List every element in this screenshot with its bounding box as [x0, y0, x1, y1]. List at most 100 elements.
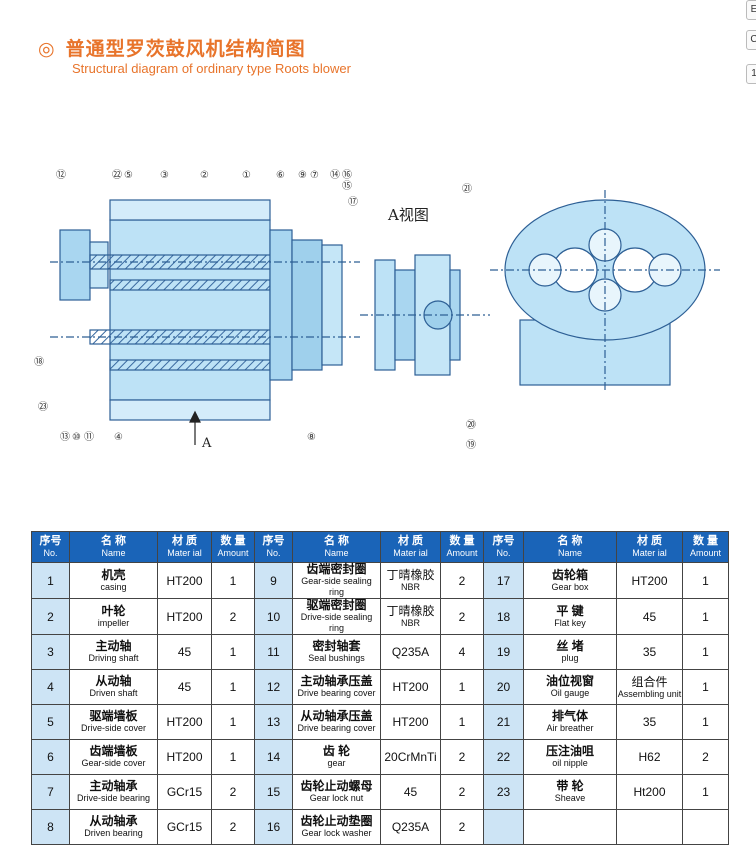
side-tab-1[interactable]: E — [746, 0, 756, 20]
blower-structure-diagram: A A视图 ⑫ ㉒ ⑤ ③ ② ① ⑥ ⑨ ⑦ ⑭ ⑯ ⑮ ⑰ ㉑ ⑱ — [34, 169, 720, 451]
part-material: HT200 — [157, 704, 212, 740]
part-name-cn: 齿轮箱 — [551, 567, 588, 582]
part-amount: 1 — [211, 669, 255, 705]
part-name-cn: 排气体 — [551, 709, 588, 723]
part-name-cn: 主动轴 — [95, 639, 132, 653]
svg-text:⑳: ⑳ — [466, 419, 476, 431]
part-name-cn: 从动轴承 — [89, 814, 138, 828]
part-amount: 1 — [440, 669, 484, 705]
part-material: HT200 — [616, 562, 683, 599]
part-amount: 1 — [211, 704, 255, 740]
part-material: HT200 — [380, 704, 441, 740]
front-view — [490, 190, 720, 390]
part-amount: 1 — [682, 704, 729, 740]
part-amount: 2 — [682, 739, 729, 775]
a-view — [360, 254, 490, 376]
part-amount: 1 — [682, 669, 729, 705]
part-number: 15 — [254, 774, 293, 810]
part-number: 7 — [31, 774, 70, 810]
part-name-en: Driven bearing — [84, 828, 143, 838]
part-amount — [682, 809, 729, 845]
part-number: 21 — [483, 704, 524, 740]
part-material-cn: 丁晴橡胶 — [386, 604, 435, 618]
svg-text:㉓: ㉓ — [38, 401, 48, 413]
svg-text:⑰: ⑰ — [348, 196, 358, 208]
part-material: Q235A — [380, 634, 441, 670]
svg-text:⑱: ⑱ — [34, 356, 44, 368]
part-name-en: Seal bushings — [308, 653, 365, 663]
part-name-cn: 机壳 — [101, 567, 126, 582]
side-tab-2[interactable]: C — [746, 30, 756, 50]
part-material: 45 — [157, 634, 212, 670]
part-name-cn: 压注油咀 — [545, 744, 594, 758]
part-number: 2 — [31, 598, 70, 635]
svg-text:⑲: ⑲ — [466, 439, 476, 451]
part-name-en: Flat key — [554, 617, 586, 628]
side-tab-3[interactable]: 1 — [746, 64, 756, 84]
part-name-en: Gear-side cover — [81, 758, 146, 768]
part-material — [616, 809, 683, 845]
part-amount: 2 — [440, 739, 484, 775]
svg-text:⑨: ⑨ — [298, 170, 307, 181]
arrow-label: A — [201, 436, 212, 451]
part-name-en: Gear-side sealing ring — [301, 576, 372, 597]
part-amount: 1 — [440, 704, 484, 740]
part-name-en: Drive-side sealing ring — [300, 612, 373, 633]
part-number: 22 — [483, 739, 524, 775]
svg-text:⑪: ⑪ — [84, 431, 94, 443]
part-amount: 1 — [211, 562, 255, 599]
part-name-en: plug — [561, 653, 579, 663]
part-material: Q235A — [380, 809, 441, 845]
part-number: 14 — [254, 739, 293, 775]
part-amount: 2 — [440, 774, 484, 810]
part-name-cn: 驱端墙板 — [89, 709, 138, 723]
part-material: 35 — [616, 634, 683, 670]
diagram-callouts: ⑫ ㉒ ⑤ ③ ② ① ⑥ ⑨ ⑦ ⑭ ⑯ ⑮ ⑰ ㉑ ⑱ ㉓ ⑬ ⑩ ⑪ ④ … — [34, 169, 476, 451]
part-number — [483, 809, 524, 845]
part-number: 23 — [483, 774, 524, 810]
part-amount: 1 — [682, 598, 729, 635]
svg-text:⑬: ⑬ — [60, 431, 70, 443]
side-section-view — [50, 199, 360, 445]
view-label: A视图 — [387, 206, 429, 224]
svg-text:②: ② — [200, 170, 209, 181]
part-number: 20 — [483, 669, 524, 705]
part-number: 19 — [483, 634, 524, 670]
part-number: 6 — [31, 739, 70, 775]
part-amount: 2 — [440, 562, 484, 599]
part-amount: 4 — [440, 634, 484, 670]
page-title: ◎普通型罗茨鼓风机结构简图 — [38, 38, 306, 60]
part-name-cn: 密封轴套 — [312, 639, 361, 653]
svg-text:③: ③ — [160, 170, 169, 181]
part-material-cn: 丁晴橡胶 — [386, 568, 435, 582]
part-material: HT200 — [157, 562, 212, 599]
svg-text:⑥: ⑥ — [276, 170, 285, 181]
part-amount: 1 — [211, 739, 255, 775]
part-number: 11 — [254, 634, 293, 670]
part-name-en: Drive bearing cover — [297, 688, 376, 698]
